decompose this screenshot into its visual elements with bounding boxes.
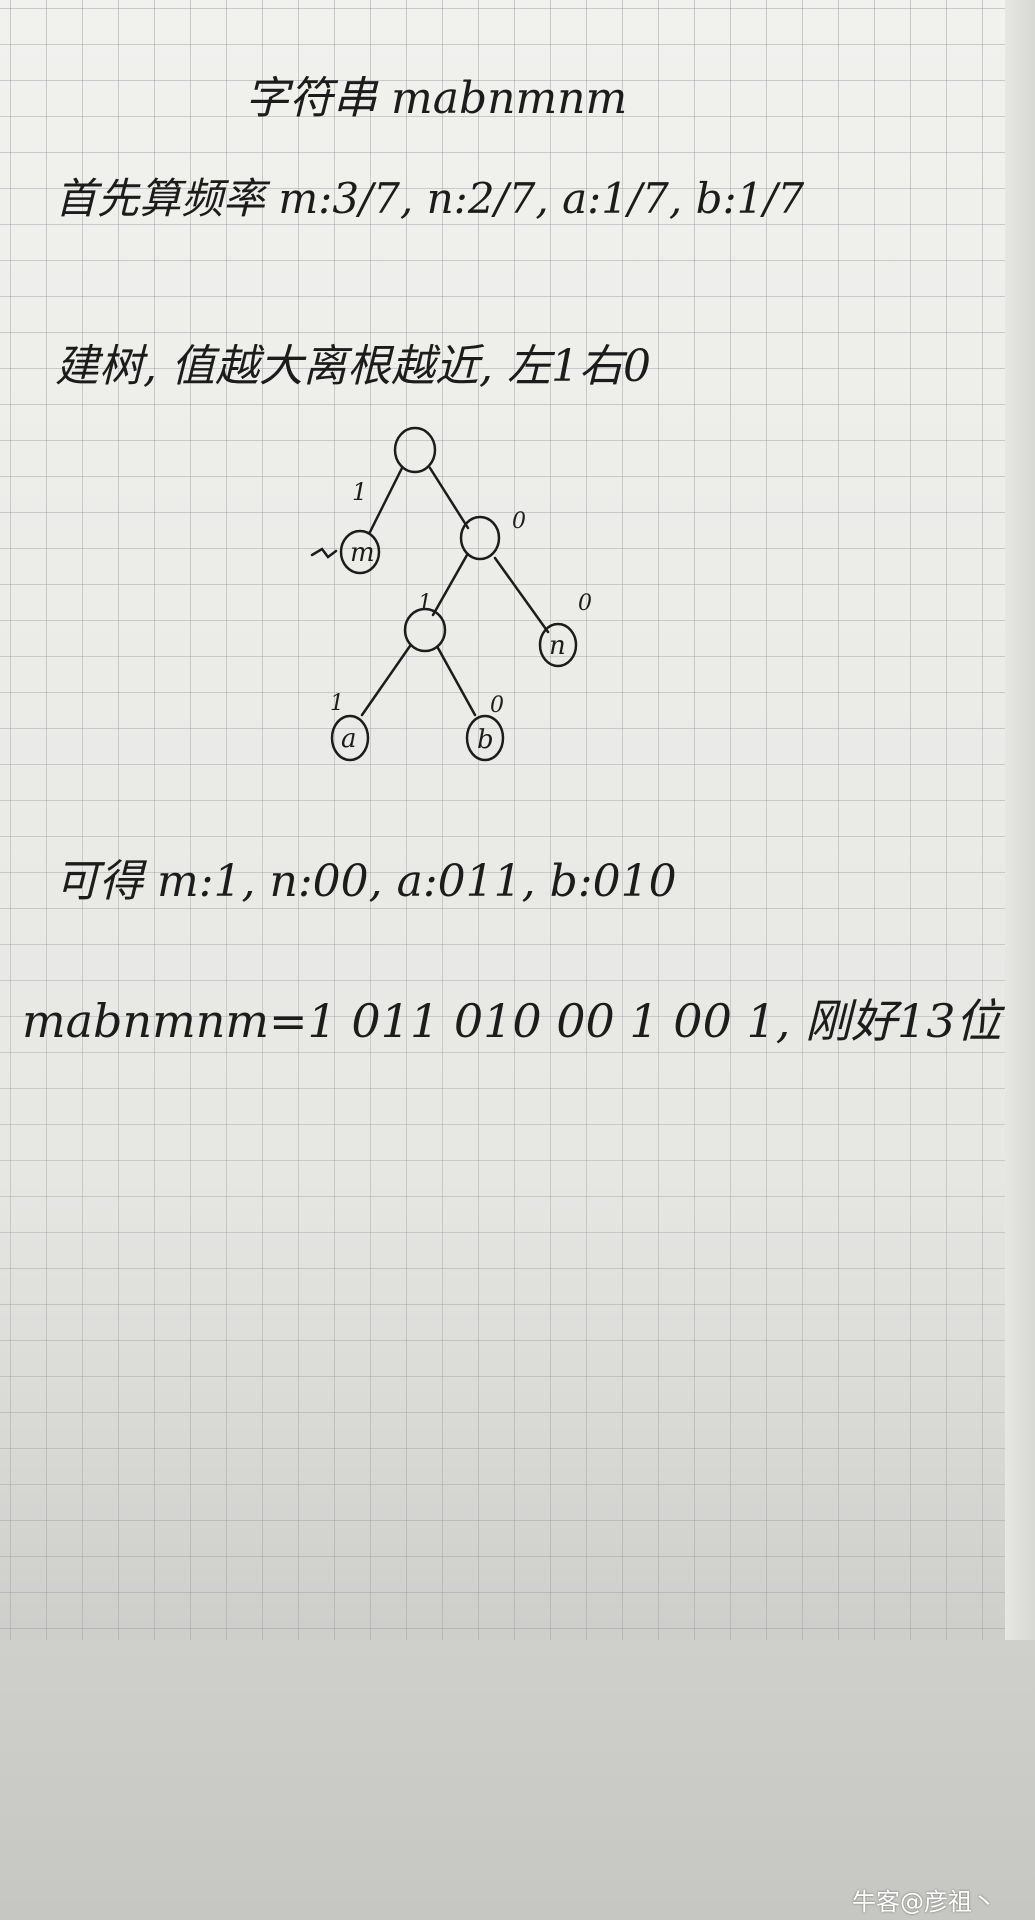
- edge-label: 1: [352, 478, 367, 506]
- edge-label: 1: [330, 691, 344, 716]
- edge-root-inner1: [428, 466, 470, 530]
- paper-shadow: [0, 0, 1035, 1660]
- scribble-mark: [310, 547, 338, 559]
- codes-line: 可得 m:1, n:00, a:011, b:010: [55, 856, 677, 907]
- root-node: [393, 426, 437, 474]
- leaf-label-m: m: [350, 538, 375, 568]
- leaf-node-n: [538, 622, 578, 668]
- leaf-label-b: b: [477, 725, 494, 755]
- edge-label: 1: [418, 591, 432, 616]
- leaf-node-b: [465, 714, 505, 762]
- edge-label: 0: [490, 693, 504, 718]
- leaf-node-m: [339, 529, 381, 575]
- edge-inner2-b: [436, 646, 477, 717]
- leaf-label-n: n: [549, 631, 566, 661]
- edge-label: 0: [512, 509, 526, 534]
- note-title: 字符串 mabnmnm: [245, 73, 628, 124]
- edge-inner1-inner2: [431, 553, 469, 617]
- edge-inner1-n: [493, 556, 550, 634]
- notebook-edge: [1005, 0, 1035, 1660]
- inner-node-2: [403, 607, 447, 653]
- edge-root-m: [368, 466, 404, 534]
- desk-surface: [0, 1640, 1035, 1920]
- encoded-string-line: mabnmnm=1 011 010 00 1 00 1, 刚好13位: [22, 994, 1002, 1048]
- edge-inner2-a: [360, 644, 412, 717]
- frequency-line: 首先算频率 m:3/7, n:2/7, a:1/7, b:1/7: [55, 174, 805, 223]
- graph-paper: [0, 0, 1035, 1660]
- edge-label: 0: [578, 591, 592, 616]
- watermark: 牛客@彦祖丶: [852, 1888, 996, 1916]
- inner-node-1: [459, 515, 501, 561]
- leaf-node-a: [330, 714, 370, 762]
- huffman-tree-diagram: 1 0 1 0 1 0 m n a b: [310, 426, 592, 762]
- leaf-label-a: a: [341, 724, 357, 754]
- build-tree-line: 建树, 值越大离根越近, 左1右0: [55, 341, 651, 392]
